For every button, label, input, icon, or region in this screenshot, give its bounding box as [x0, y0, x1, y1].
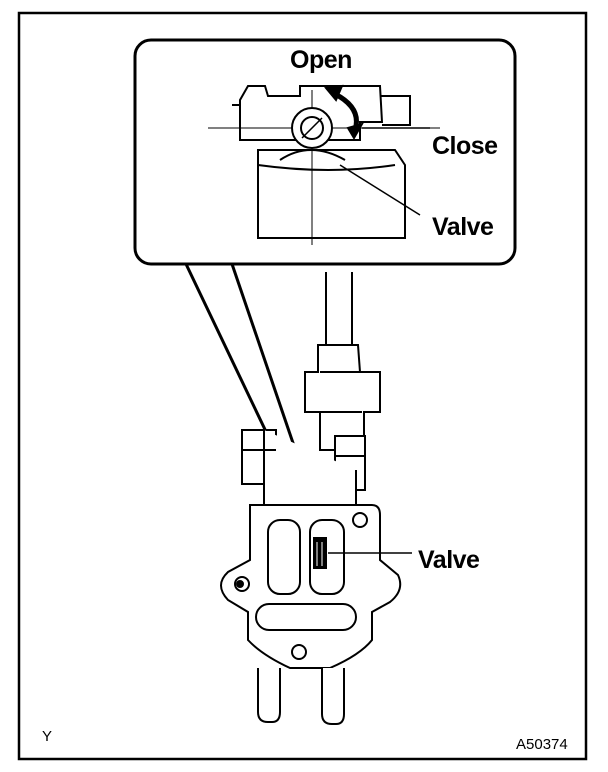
callout-inset-box — [133, 38, 517, 266]
label-close: Close — [432, 132, 498, 160]
figure-border — [17, 11, 588, 761]
valve-element — [313, 537, 327, 569]
label-open: Open — [290, 46, 352, 74]
corner-label: Y — [42, 728, 53, 745]
inset-valve-detail — [208, 84, 440, 245]
arrow-head-open-icon — [324, 84, 344, 102]
label-valve-main: Valve — [418, 546, 480, 574]
valve-assembly — [220, 272, 412, 725]
inset-valve-leader — [339, 164, 421, 216]
arrow-head-close-icon — [346, 122, 365, 140]
label-valve-inset: Valve — [432, 213, 494, 241]
figure-code: A50374 — [516, 736, 568, 753]
